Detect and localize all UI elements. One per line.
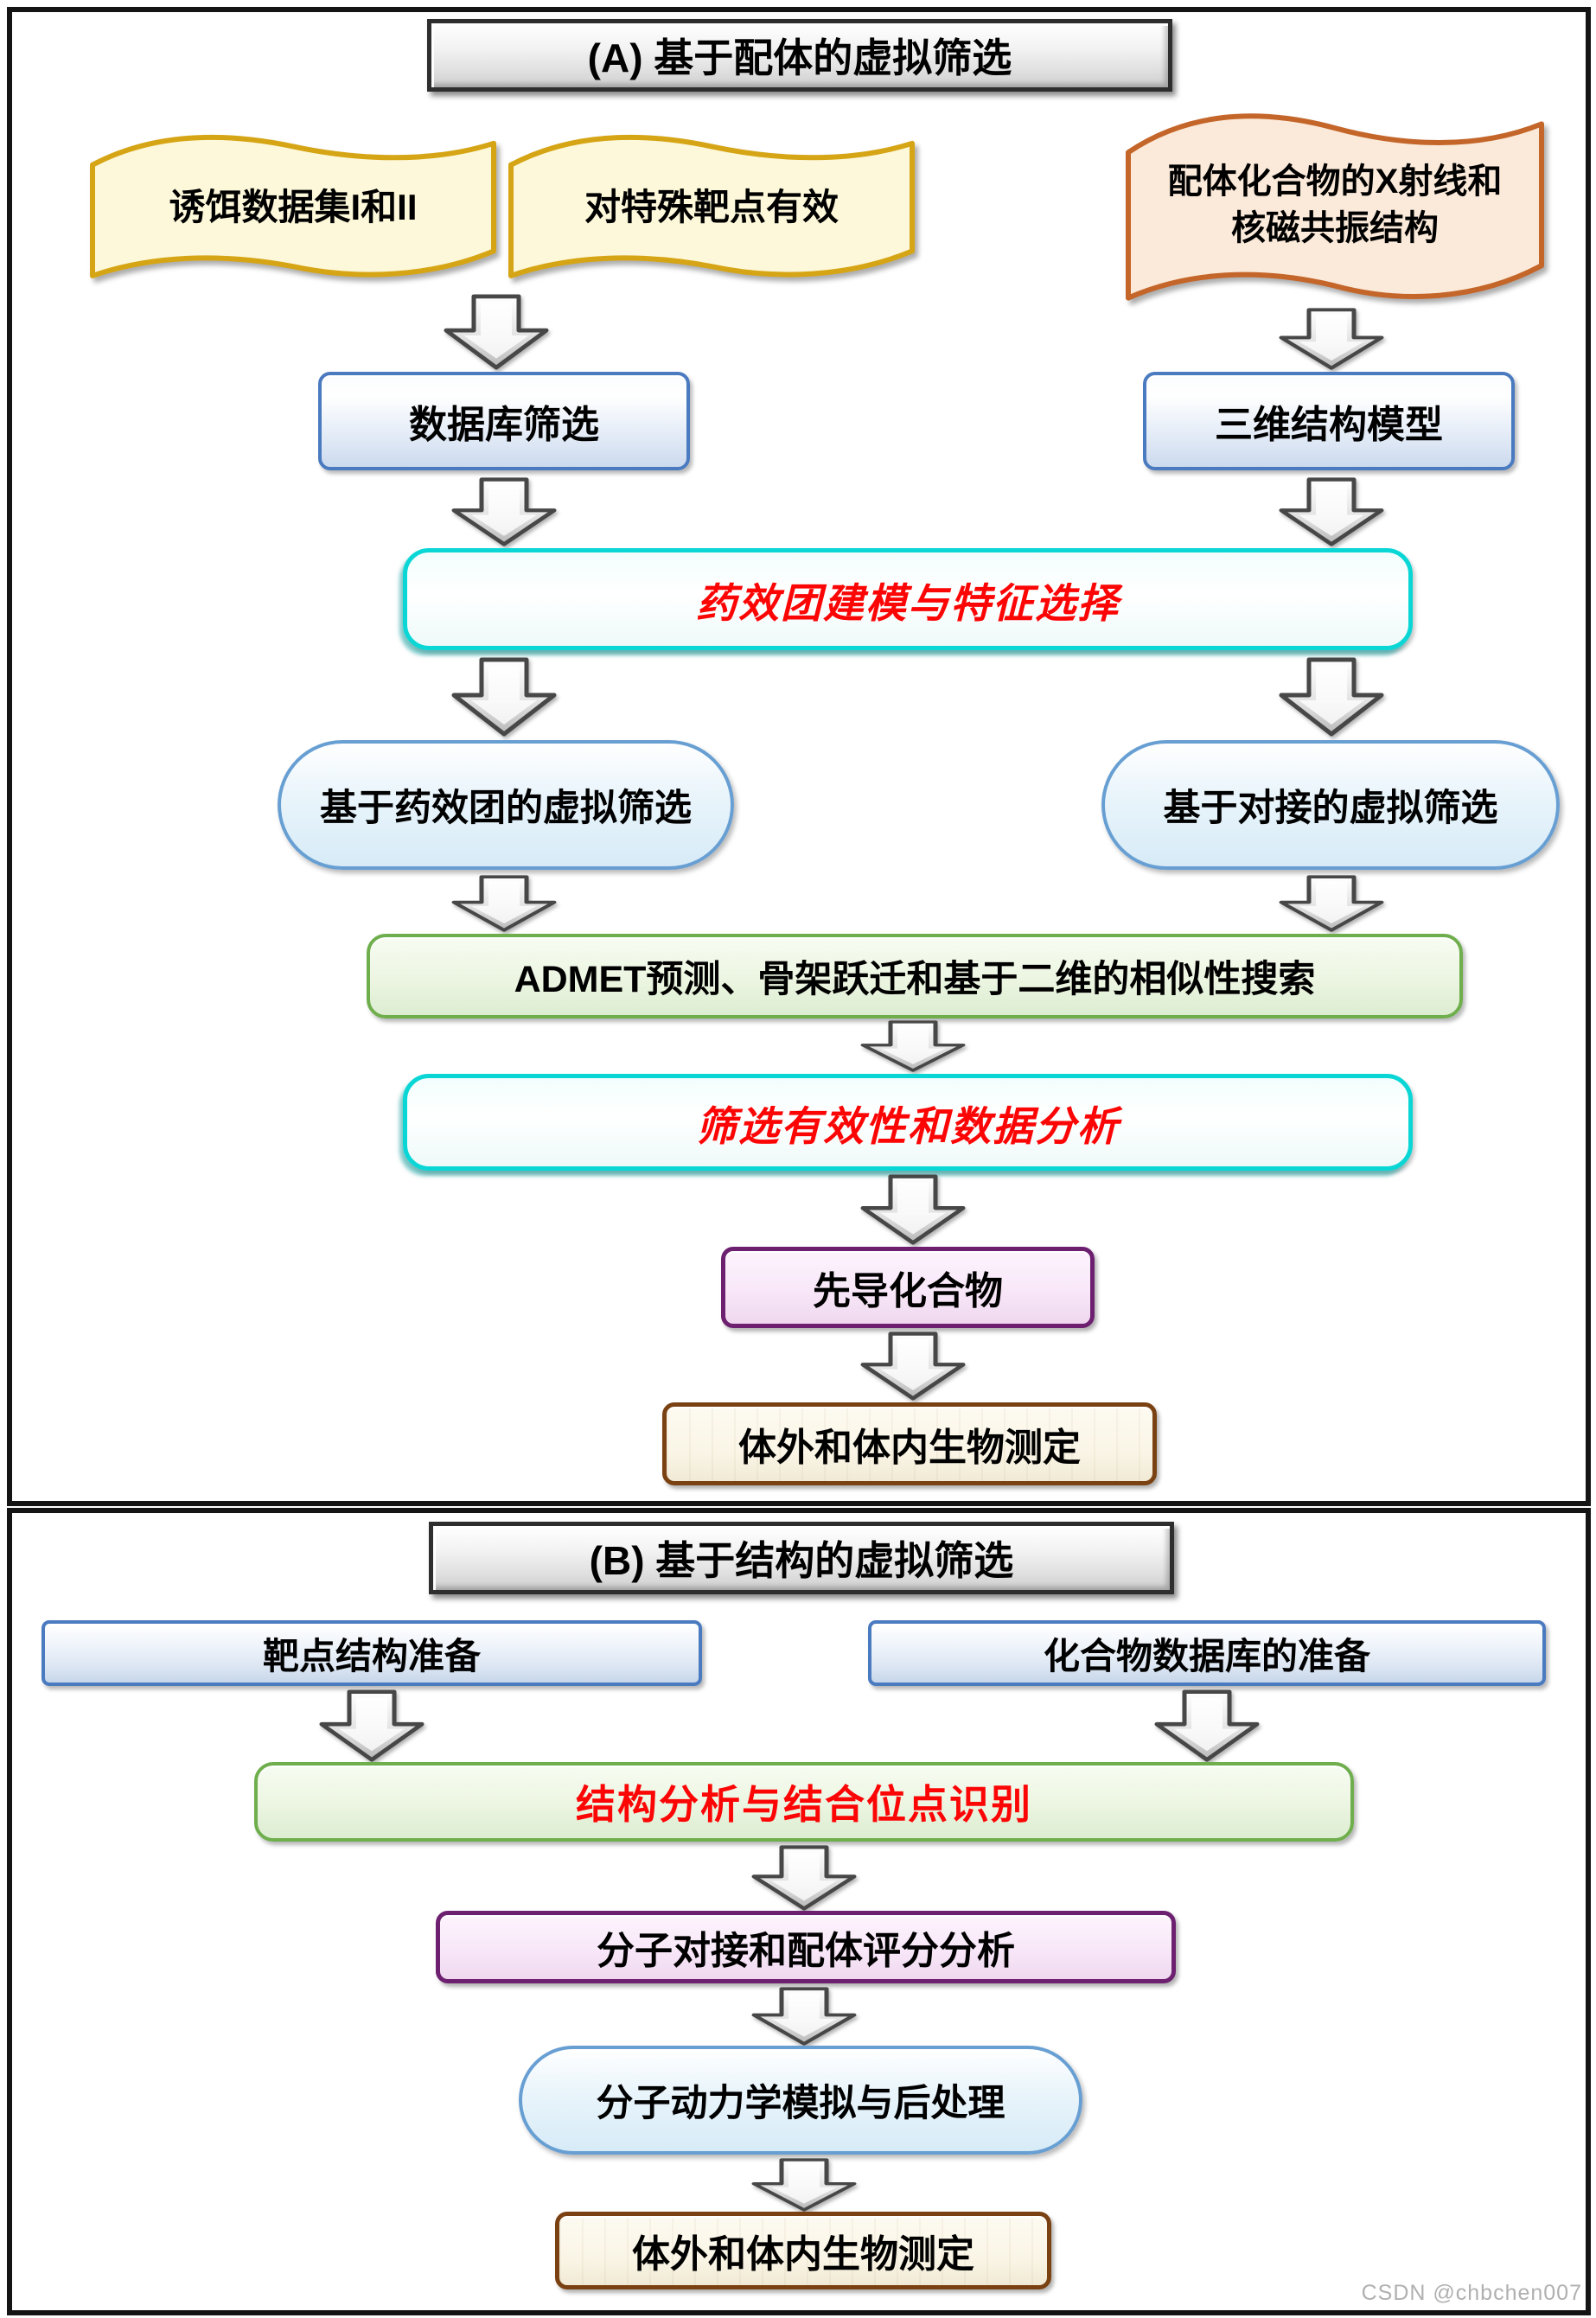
down-arrow [448,657,560,737]
flow-node-admet: ADMET预测、骨架跃迁和基于二维的相似性搜索 [367,934,1463,1019]
wave-flag-xray-nmr-label: 配体化合物的X射线和 核磁共振结构 [1126,120,1544,291]
down-arrow [448,477,560,546]
section-a-title: (A) 基于配体的虚拟筛选 [427,19,1172,92]
wave-flag-decoy-dataset: 诱饵数据集I和II [90,128,496,282]
down-arrow [857,1331,969,1401]
csdn-watermark: CSDN @chbchen007 [1361,2281,1582,2305]
flow-node-md-simulation: 分子动力学模拟与后处理 [519,2046,1082,2155]
flow-node-docking-vs: 基于对接的虚拟筛选 [1101,740,1560,870]
flow-node-lead-compound: 先导化合物 [721,1247,1095,1328]
down-arrow [1275,657,1388,737]
down-arrow [1151,1689,1263,1762]
flow-node-3d-structure-model: 三维结构模型 [1143,372,1515,470]
flow-node-docking-scoring: 分子对接和配体评分分析 [436,1911,1176,1983]
down-arrow [748,2158,860,2212]
flow-node-structure-analysis: 结构分析与结合位点识别 [254,1762,1354,1842]
wave-flag-decoy-label: 诱饵数据集I和II [169,187,418,228]
down-arrow [1275,875,1388,932]
flow-node-pharmacophore-vs: 基于药效团的虚拟筛选 [278,740,734,870]
flow-node-database-screening: 数据库筛选 [318,372,690,470]
xray-line1: 配体化合物的X射线和 [1167,162,1503,201]
flow-node-bioassay-a: 体外和体内生物测定 [662,1402,1157,1485]
wave-flag-xray-nmr: 配体化合物的X射线和 核磁共振结构 [1126,104,1544,306]
down-arrow [748,1845,860,1911]
xray-line2: 核磁共振结构 [1231,208,1439,247]
down-arrow [857,1174,969,1245]
wave-flag-specific-target: 对特殊靶点有效 [508,128,915,282]
flow-node-bioassay-b: 体外和体内生物测定 [555,2212,1051,2289]
down-arrow [316,1689,428,1762]
down-arrow [748,1987,860,2046]
down-arrow [1275,308,1388,370]
wave-flag-specific-target-label: 对特殊靶点有效 [584,187,839,228]
section-b-title: (B) 基于结构的虚拟筛选 [429,1522,1174,1594]
down-arrow [857,1020,969,1072]
down-arrow [440,294,552,370]
flow-node-screening-validity: 筛选有效性和数据分析 [403,1074,1413,1171]
flow-node-target-structure-prep: 靶点结构准备 [41,1620,702,1686]
flow-node-compound-db-prep: 化合物数据库的准备 [868,1620,1546,1686]
down-arrow [448,875,560,932]
down-arrow [1275,477,1388,546]
flow-node-pharmacophore-modeling: 药效团建模与特征选择 [403,548,1413,650]
